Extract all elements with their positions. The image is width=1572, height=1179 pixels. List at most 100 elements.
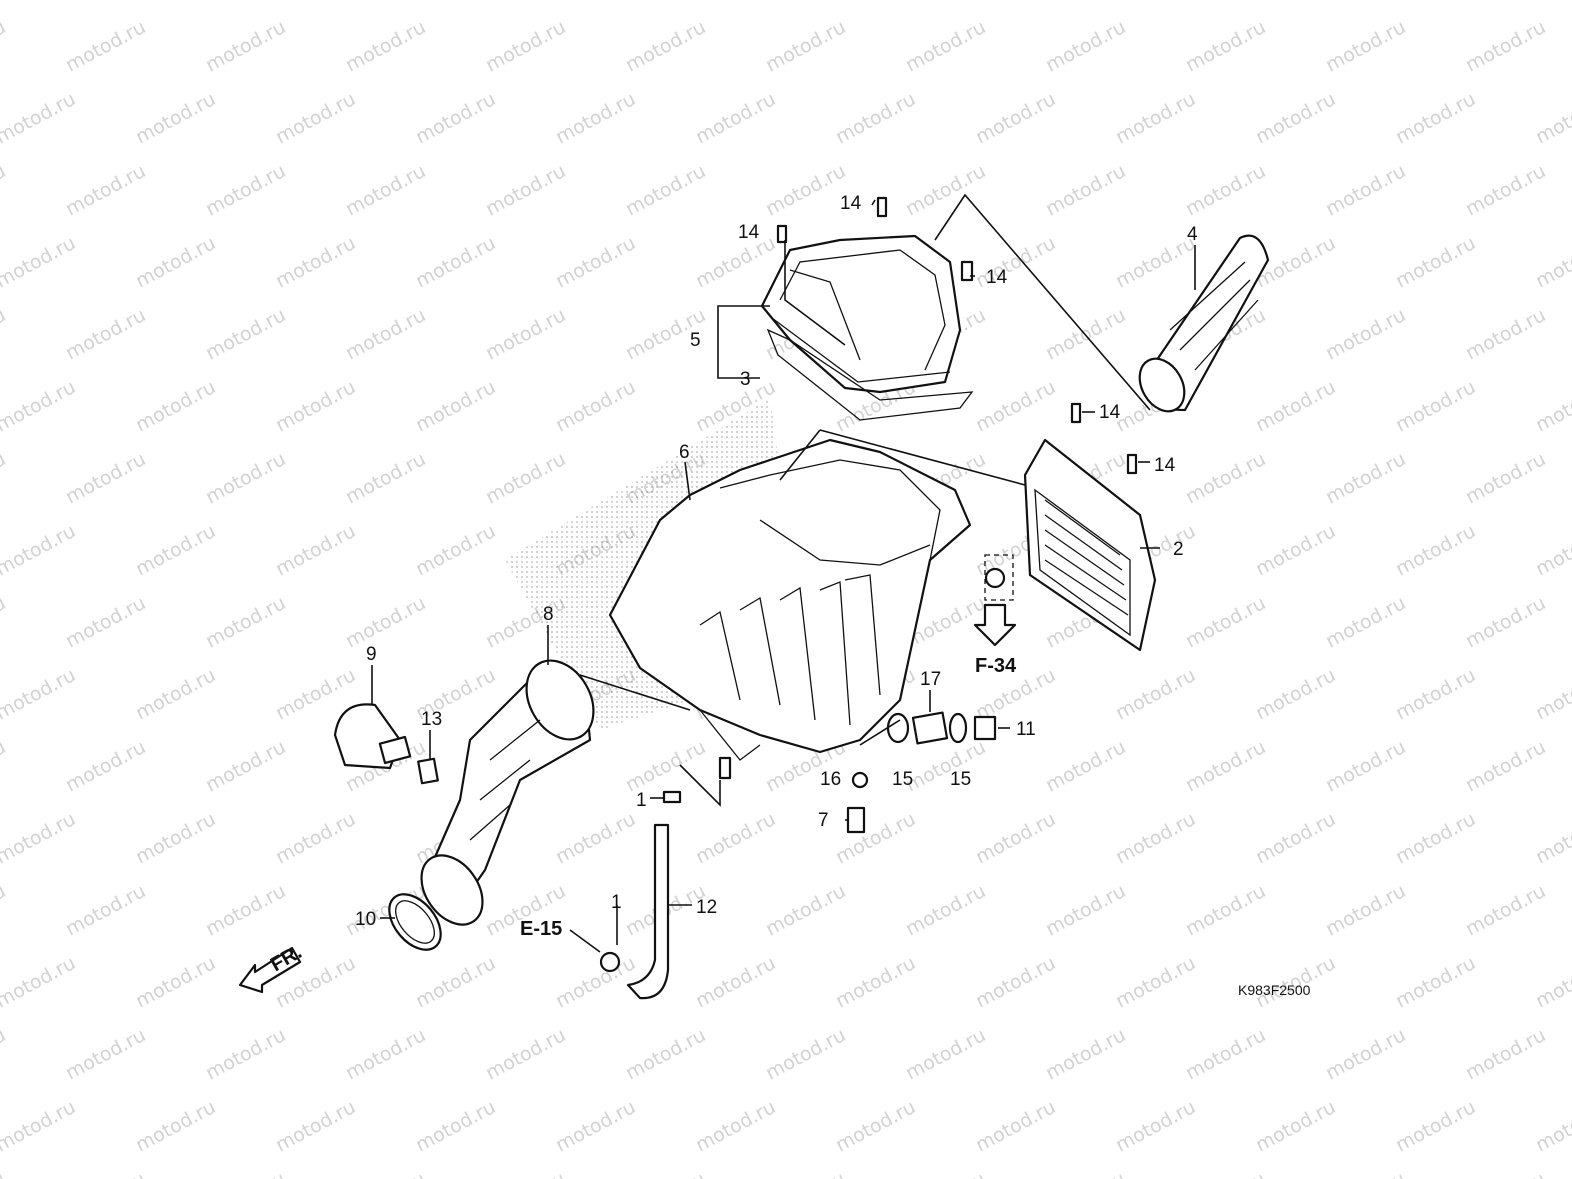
watermark-text: motod.ru [132,0,219,4]
watermark-text: motod.ru [832,808,919,868]
watermark-text: motod.ru [1182,448,1269,508]
watermark-text: motod.ru [832,952,919,1012]
watermark-text: motod.ru [0,664,79,724]
watermark-text: motod.ru [202,880,289,940]
watermark-text: motod.ru [552,952,639,1012]
intake-duct [420,659,595,926]
watermark-text: motod.ru [1392,664,1479,724]
watermark-text: motod.ru [762,160,849,220]
watermark-text: motod.ru [272,88,359,148]
watermark-text: motod.ru [1532,232,1572,292]
watermark-text: motod.ru [552,0,639,4]
watermark-text: motod.ru [412,88,499,148]
watermark-text: motod.ru [1462,592,1549,652]
watermark-text: motod.ru [1532,664,1572,724]
ref-e15-label[interactable]: E-15 [520,918,562,940]
callout-c16: 16 [820,769,841,790]
watermark-text: motod.ru [342,304,429,364]
watermark-text: motod.ru [1042,160,1129,220]
watermark-text: motod.ru [0,232,79,292]
watermark-text: motod.ru [0,952,79,1012]
watermark-text: motod.ru [1042,1168,1129,1179]
watermark-text: motod.ru [552,88,639,148]
watermark-text: motod.ru [1392,808,1479,868]
callout-c5: 5 [690,330,701,351]
watermark-text: motod.ru [1462,16,1549,76]
watermark-text: motod.ru [1252,0,1339,4]
watermark-text: motod.ru [0,592,9,652]
watermark-text: motod.ru [1112,808,1199,868]
watermark-text: motod.ru [1462,880,1549,940]
watermark-text: motod.ru [202,1168,289,1179]
callout-c15b: 15 [950,769,971,790]
callout-c15a: 15 [892,769,913,790]
watermark-text: motod.ru [1532,808,1572,868]
watermark-text: motod.ru [1112,664,1199,724]
watermark-text: motod.ru [482,1024,569,1084]
watermark-text: motod.ru [62,880,149,940]
watermark-text: motod.ru [132,232,219,292]
watermark-text: motod.ru [482,448,569,508]
watermark-text: motod.ru [692,808,779,868]
cover-gasket [766,328,974,421]
watermark-text: motod.ru [552,1096,639,1156]
hose-clamp [388,893,442,951]
watermark-text: motod.ru [272,808,359,868]
watermark-text: motod.ru [622,1024,709,1084]
watermark-text: motod.ru [1532,952,1572,1012]
callout-c7: 7 [818,810,829,831]
watermark-text: motod.ru [1462,160,1549,220]
front-arrow [238,946,302,994]
watermark-text: motod.ru [1462,304,1549,364]
watermark-text: motod.ru [692,0,779,4]
callout-c17: 17 [920,669,941,690]
watermark-text: motod.ru [1182,1168,1269,1179]
watermark-text: motod.ru [1322,1168,1409,1179]
watermark-text: motod.ru [0,376,79,436]
watermark-text: motod.ru [62,448,149,508]
callout-c2: 2 [1173,539,1184,560]
watermark-text: motod.ru [132,664,219,724]
watermark-text: motod.ru [902,16,989,76]
callout-c14c: 14 [986,267,1008,288]
watermark-text: motod.ru [1252,808,1339,868]
watermark-text: motod.ru [762,16,849,76]
watermark-text: motod.ru [62,592,149,652]
callout-c3: 3 [740,369,751,390]
watermark-text: motod.ru [202,160,289,220]
watermark-text: motod.ru [552,232,639,292]
watermark-text: motod.ru [0,304,9,364]
ref-f34-label[interactable]: F-34 [975,655,1017,677]
watermark-text: motod.ru [1392,1096,1479,1156]
watermark-text: motod.ru [1252,1096,1339,1156]
watermark-text: motod.ru [412,232,499,292]
ref-arrow-f34 [973,603,1017,647]
watermark-text: motod.ru [1392,952,1479,1012]
air-cleaner-cover [760,234,962,394]
watermark-text: motod.ru [1112,88,1199,148]
watermark-text: motod.ru [902,160,989,220]
watermark-text: motod.ru [1182,1024,1269,1084]
watermark-text: motod.ru [132,952,219,1012]
callout-c14d: 14 [1099,402,1121,423]
drain-tube [599,823,670,1000]
watermark-text: motod.ru [202,1024,289,1084]
watermark-text: motod.ru [1322,448,1409,508]
watermark-text: motod.ru [1462,736,1549,796]
watermark-text: motod.ru [622,736,709,796]
watermark-text: motod.ru [692,1096,779,1156]
watermark-text: motod.ru [272,0,359,4]
callout-c4: 4 [1187,224,1198,245]
watermark-text: motod.ru [202,304,289,364]
watermark-text: motod.ru [62,160,149,220]
watermark-text: motod.ru [1532,376,1572,436]
watermark-text: motod.ru [1252,88,1339,148]
watermark-text: motod.ru [202,592,289,652]
watermark-text: motod.ru [202,16,289,76]
watermark-text: motod.ru [0,1096,79,1156]
watermark-text: motod.ru [1392,88,1479,148]
watermark-text: motod.ru [832,1096,919,1156]
air-cleaner-element [1023,438,1157,652]
watermark-text: motod.ru [412,376,499,436]
watermark-text: motod.ru [412,520,499,580]
